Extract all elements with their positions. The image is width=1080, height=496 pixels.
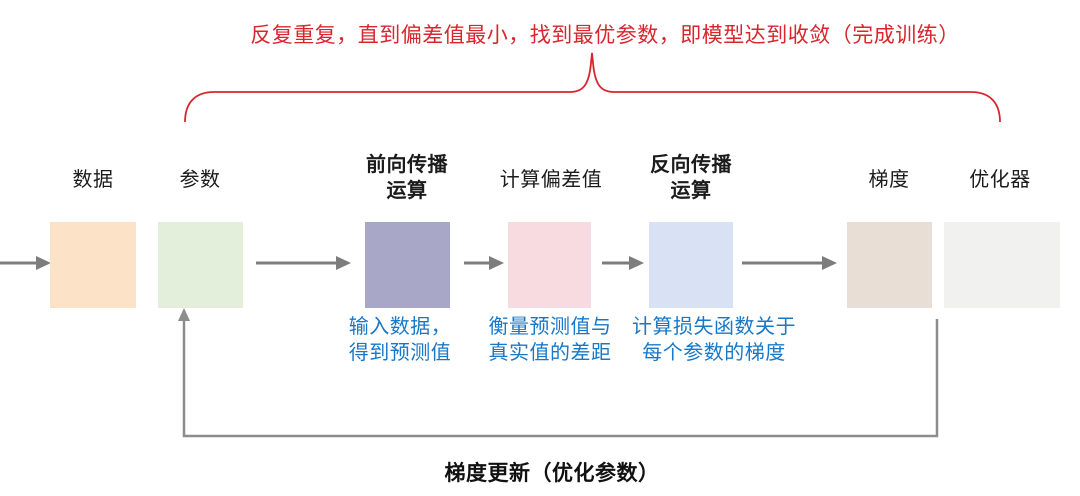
node-label-forward: 前向传播 运算	[366, 154, 448, 202]
diagram-title: 反复重复，直到偏差值最小，找到最优参数，即模型达到收敛（完成训练）	[250, 24, 960, 47]
flow-arrow-input	[0, 256, 51, 270]
repeat-brace-icon	[184, 52, 1001, 123]
note-backward: 计算损失函数关于 每个参数的梯度	[632, 316, 796, 364]
note-forward: 输入数据， 得到预测值	[348, 316, 452, 364]
bottom-caption: 梯度更新（优化参数）	[444, 462, 660, 485]
node-box-optimizer	[944, 222, 1060, 308]
node-label-loss: 计算偏差值	[499, 169, 603, 191]
node-box-data	[50, 222, 136, 308]
node-box-loss	[508, 222, 591, 308]
node-label-gradient: 梯度	[868, 169, 910, 191]
node-box-backward	[649, 222, 733, 308]
flow-arrow-params-forward	[256, 256, 351, 270]
flow-arrow-backward-gradient	[742, 256, 837, 270]
flow-arrow-loss-backward	[602, 256, 644, 270]
node-box-forward	[365, 222, 450, 308]
flow-arrow-forward-loss	[464, 256, 504, 270]
node-label-optimizer: 优化器	[969, 169, 1031, 191]
feedback-loop-arrow	[178, 308, 939, 438]
note-loss: 衡量预测值与 真实值的差距	[488, 316, 612, 364]
node-label-backward: 反向传播 运算	[650, 154, 732, 202]
node-label-data: 数据	[72, 169, 114, 191]
node-label-params: 参数	[179, 169, 221, 191]
node-box-gradient	[847, 222, 932, 308]
node-box-params	[158, 222, 243, 308]
